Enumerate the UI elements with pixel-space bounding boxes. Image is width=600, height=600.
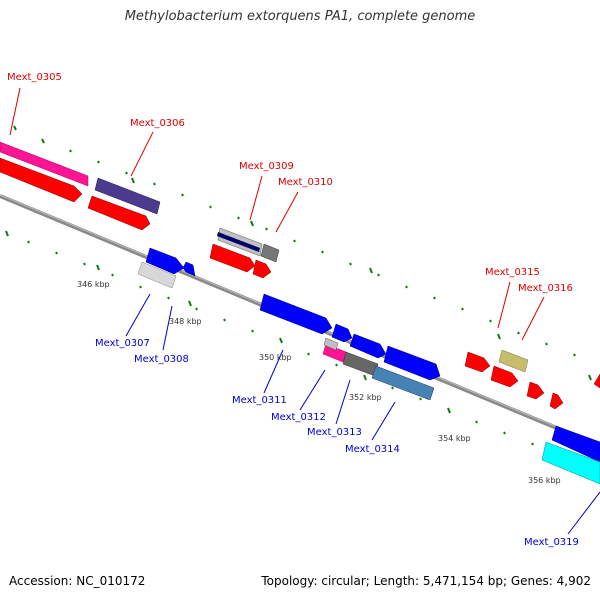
gene-label-mext-0309[interactable]: Mext_0309: [239, 161, 294, 172]
leader-mext-0309: [249, 175, 263, 221]
scale-labels: 346 kbp 348 kbp 350 kbp 352 kbp 354 kbp …: [77, 280, 561, 485]
gene-arrow-mext-0307[interactable]: [145, 247, 185, 275]
leader-mext-0315: [497, 281, 511, 329]
leader-mext-0308: [162, 305, 173, 351]
gene-label-mext-0306[interactable]: Mext_0306: [130, 118, 185, 129]
gene-label-mext-0307[interactable]: Mext_0307: [95, 338, 150, 349]
leader-mext-0310: [275, 191, 299, 233]
gene-arrow-mext-0310-b[interactable]: [252, 259, 272, 279]
leader-mext-0306: [130, 131, 154, 177]
gene-arrow-mext-0313-a[interactable]: [349, 333, 387, 359]
gene-arrow-mext-0314-a[interactable]: [383, 345, 441, 381]
leader-mext-0316: [521, 296, 545, 341]
leader-mext-0311: [263, 349, 284, 394]
gene-arrow-mext-0309-c[interactable]: [209, 243, 256, 273]
scale-label: 350 kbp: [259, 353, 292, 362]
gene-arrow-mext-0315-b[interactable]: [498, 349, 529, 373]
gene-arrow-mext-0312[interactable]: [322, 343, 347, 363]
map-title: Methylobacterium extorquens PA1, complet…: [124, 9, 476, 24]
forward-gene-labels: Mext_0305 Mext_0306 Mext_0309 Mext_0310 …: [7, 72, 573, 294]
gene-arrow-mext-0306-b[interactable]: [87, 195, 151, 231]
gene-arrow-mext-0313-c[interactable]: [323, 337, 339, 351]
scale-label: 352 kbp: [349, 393, 382, 402]
reverse-strand-genes: [137, 247, 600, 485]
gene-arrow-mext-0310[interactable]: [260, 243, 280, 263]
scale-label: 346 kbp: [77, 280, 110, 289]
gene-arrow-mext-0307-b[interactable]: [182, 261, 196, 277]
gene-label-mext-0311[interactable]: Mext_0311: [232, 395, 287, 406]
gene-arrow-mext-0308[interactable]: [137, 261, 177, 289]
gene-label-mext-0305[interactable]: Mext_0305: [7, 72, 62, 83]
gene-arrow-mext-0317[interactable]: [593, 373, 600, 389]
gene-label-mext-0310[interactable]: Mext_0310: [278, 177, 333, 188]
scale-label: 348 kbp: [169, 317, 202, 326]
scale-label: 356 kbp: [528, 476, 561, 485]
accession-text: Accession: NC_010172: [9, 574, 146, 588]
gene-arrow-mext-0319[interactable]: [541, 441, 600, 485]
label-leader-lines: [9, 87, 600, 535]
leader-mext-0314: [371, 401, 396, 441]
leader-mext-0313: [335, 379, 351, 425]
gene-label-mext-0315[interactable]: Mext_0315: [485, 267, 540, 278]
leader-mext-0319: [567, 491, 600, 535]
gene-label-mext-0316[interactable]: Mext_0316: [518, 283, 573, 294]
gene-label-mext-0314[interactable]: Mext_0314: [345, 444, 400, 455]
gene-arrow-mext-0306-a[interactable]: [94, 177, 161, 215]
leader-mext-0305: [9, 87, 21, 136]
leader-mext-0312: [299, 369, 326, 411]
gene-arrow-mext-0318[interactable]: [551, 425, 600, 463]
leader-mext-0307: [125, 293, 151, 337]
gene-label-mext-0319[interactable]: Mext_0319: [524, 537, 579, 548]
gene-arrow-mext-0316-c[interactable]: [549, 392, 564, 410]
gene-arrow-mext-0305-b[interactable]: [0, 157, 83, 203]
upper-tick-track: [13, 125, 592, 381]
gene-label-mext-0312[interactable]: Mext_0312: [271, 412, 326, 423]
genome-summary-text: Topology: circular; Length: 5,471,154 bp…: [261, 574, 591, 588]
scale-label: 354 kbp: [438, 434, 471, 443]
gene-arrow-mext-0311-b[interactable]: [331, 323, 353, 343]
gene-label-mext-0313[interactable]: Mext_0313: [307, 427, 362, 438]
gene-arrow-mext-0316-a[interactable]: [490, 365, 519, 388]
gene-arrow-mext-0314-b[interactable]: [371, 365, 435, 401]
gene-arrow-mext-0316-b[interactable]: [526, 381, 545, 400]
gene-arrow-mext-0305-a[interactable]: [0, 141, 89, 187]
forward-strand-genes: [0, 141, 600, 410]
gene-arrow-mext-0311[interactable]: [259, 293, 333, 335]
reverse-gene-labels: Mext_0307 Mext_0308 Mext_0311 Mext_0312 …: [95, 338, 579, 548]
gene-arrow-mext-0309-b[interactable]: [217, 232, 260, 252]
gene-arrow-mext-0315-a[interactable]: [464, 351, 491, 373]
gene-label-mext-0308[interactable]: Mext_0308: [134, 354, 189, 365]
